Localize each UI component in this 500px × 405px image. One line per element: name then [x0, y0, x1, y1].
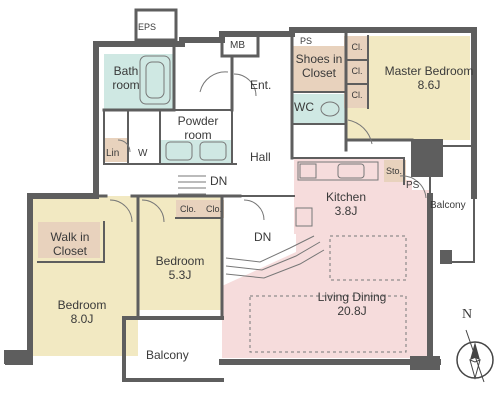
balcony-bottom-label: Balcony — [146, 348, 189, 362]
cl-label-1: Cl. — [351, 42, 363, 52]
walk-in-closet-fill — [38, 222, 100, 258]
hall-label: Hall — [250, 150, 271, 164]
w-label: W — [138, 148, 148, 159]
kitchen-sink-icon — [337, 163, 365, 179]
master-bedroom-name: Master Bedroom — [384, 64, 474, 78]
ps-top-label: PS — [300, 36, 313, 46]
ps-mid-label: PS — [406, 180, 420, 191]
bathtub-icon — [139, 55, 171, 105]
sto-fill — [384, 160, 406, 182]
sto-label: Sto. — [386, 166, 403, 176]
living-dining-name: Living Dining — [317, 290, 387, 304]
cl-label-2: Cl. — [351, 66, 363, 76]
dn-label-2: DN — [254, 230, 272, 244]
wc-label: WC — [294, 100, 314, 114]
kitchen-label: Kitchen 3.8J — [310, 190, 382, 218]
master-bedroom-area: 8.6J — [417, 78, 441, 92]
shoes-closet-fill — [292, 46, 344, 92]
cl-closets-fill — [344, 36, 368, 108]
bedroom-left-area: 8.0J — [70, 312, 94, 326]
balcony-right-label: Balcony — [430, 200, 466, 211]
cl-label-3: Cl. — [351, 90, 363, 100]
north-compass: N — [452, 308, 498, 386]
living-dining-label: Living Dining 20.8J — [296, 290, 408, 318]
lin-label: Lin — [106, 148, 120, 159]
entrance-label: Ent. — [250, 78, 272, 92]
fixtures — [109, 55, 427, 353]
clo-label-1: Clo. — [180, 204, 197, 214]
bedroom-left-label: Bedroom 8.0J — [36, 298, 128, 326]
dn-label-1: DN — [210, 174, 228, 188]
master-bedroom-label: Master Bedroom 8.6J — [384, 64, 474, 92]
bedroom-mid-area: 5.3J — [168, 268, 192, 282]
clo-fill — [176, 200, 224, 218]
toilet-icon — [320, 101, 340, 117]
compass-icon — [456, 329, 494, 383]
walk-in-closet-label: Walk in Closet — [50, 230, 90, 258]
mb-label: MB — [230, 40, 245, 51]
powder-room-label: Powder room — [177, 114, 219, 142]
wc-fill — [292, 94, 346, 124]
stove-icon — [299, 163, 317, 179]
kitchen-name: Kitchen — [325, 190, 367, 204]
bedroom-mid-label: Bedroom 5.3J — [138, 254, 222, 282]
clo-label-2: Clo. — [206, 204, 223, 214]
walls — [5, 8, 477, 382]
bedroom-left-fill — [30, 196, 138, 356]
north-letter: N — [462, 307, 473, 322]
bedroom-left-name: Bedroom — [57, 298, 107, 312]
pillars — [4, 250, 452, 370]
eps-label: EPS — [138, 22, 157, 32]
kitchen-area: 3.8J — [334, 204, 358, 218]
bedroom-mid-name: Bedroom — [155, 254, 205, 268]
shoes-closet-label: Shoes in Closet — [295, 52, 343, 80]
sink-icon — [165, 141, 193, 161]
bathroom-label: Bath room — [112, 64, 140, 92]
living-dining-area: 20.8J — [337, 304, 367, 318]
sink-icon — [199, 141, 227, 161]
